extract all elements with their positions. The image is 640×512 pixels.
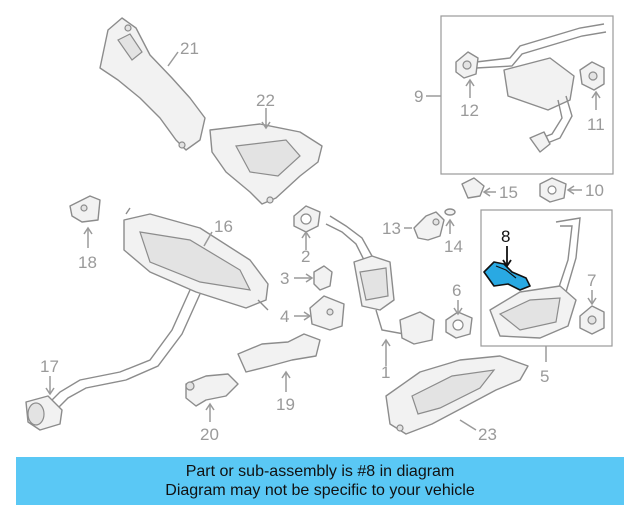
part-3-mount[interactable]	[313, 265, 333, 291]
label-20: 20	[200, 425, 219, 444]
label-22: 22	[256, 91, 275, 110]
label-3: 3	[280, 269, 289, 288]
part-17-pipe[interactable]	[25, 289, 201, 431]
label-18: 18	[78, 253, 97, 272]
label-16: 16	[214, 217, 233, 236]
label-21: 21	[180, 39, 199, 58]
part-6-gasket[interactable]	[445, 311, 473, 339]
part-1-catalytic-pipe[interactable]	[325, 215, 435, 345]
label-7: 7	[587, 271, 596, 290]
label-15: 15	[499, 183, 518, 202]
part-15-gasket[interactable]	[461, 177, 485, 199]
group-box-9	[440, 15, 614, 175]
part-20-hose[interactable]	[185, 373, 239, 407]
part-23-heat-shield[interactable]	[385, 355, 529, 435]
label-10: 10	[585, 181, 604, 200]
part-2-gasket[interactable]	[293, 205, 321, 233]
label-13: 13	[382, 219, 401, 238]
part-8-bracket-highlighted[interactable]	[483, 261, 531, 291]
banner-line-2: Diagram may not be specific to your vehi…	[165, 482, 475, 499]
info-banner: Part or sub-assembly is #8 in diagram Di…	[16, 457, 624, 505]
part-10-gasket[interactable]	[539, 177, 567, 203]
part-12-hanger[interactable]	[455, 51, 479, 79]
label-6: 6	[452, 281, 461, 300]
label-11: 11	[587, 115, 605, 134]
part-4-bracket[interactable]	[309, 295, 345, 331]
label-4: 4	[280, 307, 289, 326]
exhaust-parts-diagram: 21 22 18 16 17 2 3	[25, 15, 614, 444]
part-5-front-pipe-assembly[interactable]	[489, 217, 581, 339]
label-1: 1	[381, 363, 390, 382]
part-18-bracket[interactable]	[69, 195, 101, 223]
label-12: 12	[460, 101, 479, 120]
part-13-sensor[interactable]	[413, 211, 445, 241]
label-19: 19	[276, 395, 295, 414]
part-21-heat-shield[interactable]	[99, 17, 206, 151]
label-23: 23	[478, 425, 497, 444]
part-16-muffler[interactable]	[123, 207, 269, 311]
label-17: 17	[40, 357, 59, 376]
label-14: 14	[444, 237, 463, 256]
label-2: 2	[301, 247, 310, 266]
label-9: 9	[414, 87, 423, 106]
part-14-gasket[interactable]	[444, 208, 456, 216]
part-7-hanger[interactable]	[579, 305, 605, 335]
label-8: 8	[501, 227, 510, 246]
part-9-muffler-assembly[interactable]	[475, 23, 607, 153]
part-19-hose[interactable]	[237, 333, 321, 373]
label-5: 5	[540, 367, 549, 386]
banner-line-1: Part or sub-assembly is #8 in diagram	[185, 463, 455, 480]
part-11-hanger[interactable]	[579, 61, 605, 91]
part-22-heat-shield[interactable]	[209, 123, 323, 205]
